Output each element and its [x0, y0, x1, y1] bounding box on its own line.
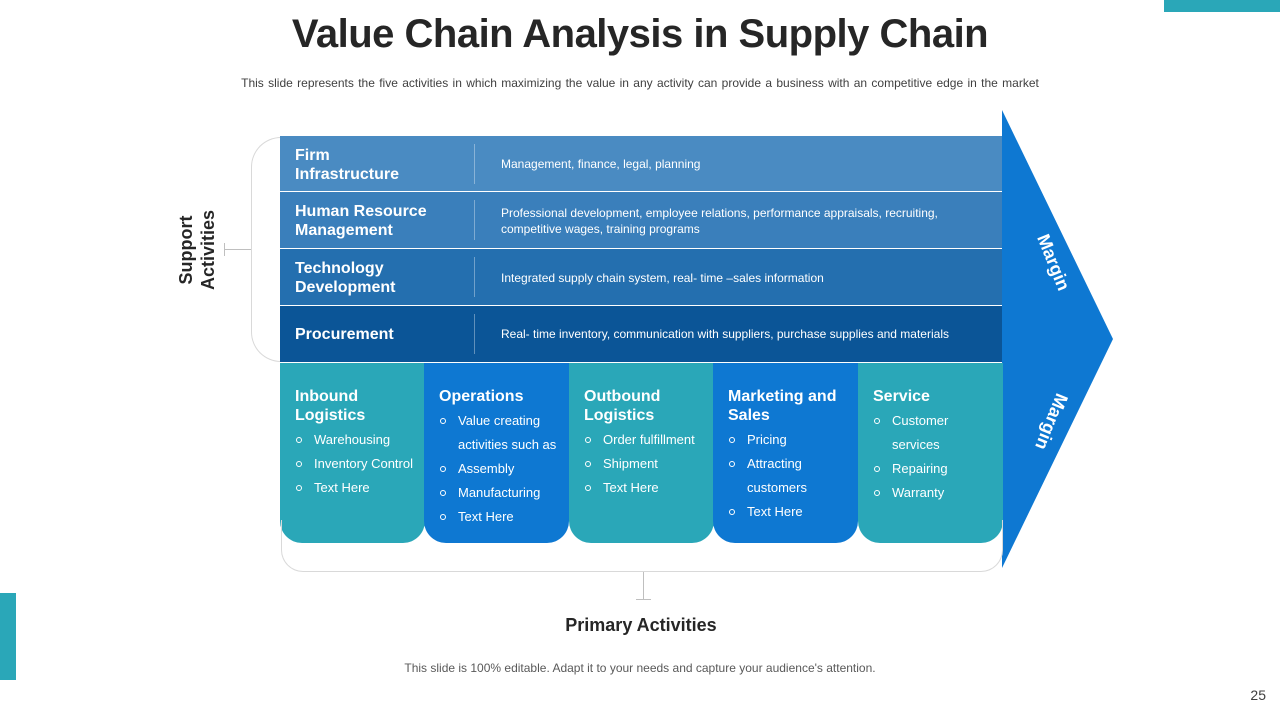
list-item: Text Here: [439, 505, 559, 529]
primary-col-list: Pricing Attracting customers Text Here: [728, 428, 848, 524]
primary-col-list: Order fulfillment Shipment Text Here: [584, 428, 704, 500]
support-row-firm-infrastructure: Firm Infrastructure Management, finance,…: [280, 136, 1002, 191]
list-item: Text Here: [295, 476, 415, 500]
bullet-circle-icon: [440, 418, 446, 424]
support-row-name: Firm Infrastructure: [295, 147, 400, 183]
bullet-circle-icon: [296, 485, 302, 491]
slide-title: Value Chain Analysis in Supply Chain: [291, 12, 989, 56]
support-row-technology-development: Technology Development Integrated supply…: [280, 249, 1002, 305]
primary-col-title: Operations: [439, 388, 524, 405]
support-row-name: Human Resource Management: [295, 203, 427, 239]
list-item: Warehousing: [295, 428, 415, 452]
primary-bracket-tick-end: [636, 599, 651, 600]
primary-col-list: Warehousing Inventory Control Text Here: [295, 428, 415, 500]
bullet-circle-icon: [585, 485, 591, 491]
primary-col-list: Customer services Repairing Warranty: [873, 409, 993, 505]
list-item: Text Here: [584, 476, 704, 500]
list-item: Attracting customers: [728, 452, 848, 500]
list-item: Warranty: [873, 481, 993, 505]
list-item: Pricing: [728, 428, 848, 452]
support-row-divider: [474, 200, 475, 240]
list-item: Manufacturing: [439, 481, 559, 505]
primary-activities-label: Primary Activities: [565, 615, 717, 635]
support-row-human-resource-management: Human Resource Management Professional d…: [280, 192, 1002, 248]
bullet-circle-icon: [296, 437, 302, 443]
bullet-circle-icon: [874, 466, 880, 472]
list-item: Value creating activities such as: [439, 409, 559, 457]
support-row-procurement: Procurement Real- time inventory, commun…: [280, 306, 1002, 362]
page-number: 25: [1250, 687, 1266, 703]
support-bracket-tick: [224, 249, 251, 250]
bullet-circle-icon: [585, 461, 591, 467]
support-row-description: Professional development, employee relat…: [501, 206, 938, 236]
support-row-description: Integrated supply chain system, real- ti…: [501, 271, 824, 285]
accent-bar-left: [0, 593, 16, 680]
list-item: Customer services: [873, 409, 993, 457]
slide-subtitle: This slide represents the five activitie…: [241, 76, 1039, 90]
support-bracket-tick-end: [224, 243, 225, 256]
primary-col-list: Value creating activities such as Assemb…: [439, 409, 559, 529]
primary-col-service: Service Customer services Repairing Warr…: [858, 363, 1003, 543]
list-item: Order fulfillment: [584, 428, 704, 452]
list-item: Assembly: [439, 457, 559, 481]
bullet-circle-icon: [440, 514, 446, 520]
list-item: Shipment: [584, 452, 704, 476]
primary-col-inbound-logistics: Inbound Logistics Warehousing Inventory …: [280, 363, 425, 543]
primary-col-title: Marketing and Sales: [728, 388, 837, 424]
list-item: Text Here: [728, 500, 848, 524]
support-row-divider: [474, 257, 475, 297]
bullet-circle-icon: [729, 437, 735, 443]
bullet-circle-icon: [729, 509, 735, 515]
support-row-divider: [474, 144, 475, 184]
margin-arrow: [1002, 110, 1113, 568]
bullet-circle-icon: [296, 461, 302, 467]
primary-bracket: [281, 520, 1003, 572]
support-row-name: Procurement: [295, 326, 394, 343]
list-item: Inventory Control: [295, 452, 415, 476]
bullet-circle-icon: [874, 418, 880, 424]
footer-note: This slide is 100% editable. Adapt it to…: [404, 661, 876, 675]
primary-col-title: Service: [873, 388, 930, 405]
support-activities-label: Support Activities: [176, 209, 218, 291]
bullet-circle-icon: [585, 437, 591, 443]
primary-col-operations: Operations Value creating activities suc…: [424, 363, 569, 543]
primary-col-title: Outbound Logistics: [584, 388, 661, 424]
bullet-circle-icon: [874, 490, 880, 496]
primary-col-title: Inbound Logistics: [295, 388, 366, 424]
primary-col-marketing-and-sales: Marketing and Sales Pricing Attracting c…: [713, 363, 858, 543]
list-item: Repairing: [873, 457, 993, 481]
primary-col-outbound-logistics: Outbound Logistics Order fulfillment Shi…: [569, 363, 714, 543]
support-row-divider: [474, 314, 475, 354]
support-row-name: Technology Development: [295, 260, 396, 296]
support-row-description: Real- time inventory, communication with…: [501, 327, 949, 341]
bullet-circle-icon: [729, 461, 735, 467]
primary-bracket-tick: [643, 572, 644, 599]
support-row-description: Management, finance, legal, planning: [501, 157, 701, 171]
bullet-circle-icon: [440, 490, 446, 496]
bullet-circle-icon: [440, 466, 446, 472]
accent-bar-top: [1164, 0, 1280, 12]
